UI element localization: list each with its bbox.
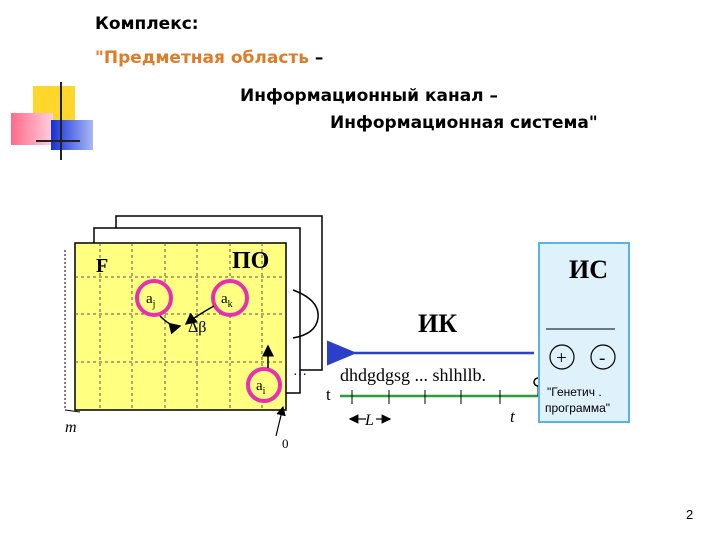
arrow-ak-to-delta (184, 305, 215, 325)
is-panel (538, 242, 630, 423)
t-left-label: t (326, 385, 331, 404)
title-line-4: Информационная система" (330, 113, 598, 133)
back-sheet-arc (292, 289, 319, 339)
title-dash: – (309, 48, 324, 68)
t-right-label: t (510, 407, 516, 426)
m-label: m (65, 419, 77, 436)
zero-label: 0 (282, 436, 289, 451)
delta-beta-label: Δβ (188, 319, 206, 336)
arrow-zero-up (275, 405, 286, 437)
title-line-2: "Предметная область – (95, 48, 323, 68)
decor-vertical-line (60, 82, 62, 160)
minus-circle (590, 344, 616, 370)
plus-circle (549, 344, 575, 370)
decor-horizontal-line (36, 140, 80, 142)
minus-label: - (599, 348, 605, 369)
l-label: L (364, 412, 374, 429)
genetic-program-line-1: "Генетич . (547, 385, 602, 399)
title-line-3: Информационный канал – (240, 86, 499, 106)
genetic-program-line-2: программа" (545, 401, 610, 415)
ak-label: ak (221, 291, 233, 310)
ai-label: ai (256, 378, 266, 397)
ai-circle (246, 367, 282, 403)
title-subject-area: "Предметная область (95, 48, 309, 68)
ak-circle (211, 279, 249, 317)
dots-label: … (293, 364, 307, 379)
plus-label: + (556, 348, 567, 369)
channel-text: dhdgdgsg ... shlhllb. (340, 365, 486, 385)
title-line-1: Комплекс: (95, 14, 199, 34)
po-label: ПО (232, 248, 269, 274)
decor-pink-square (11, 113, 53, 145)
is-label: ИС (569, 255, 608, 284)
page-number: 2 (686, 507, 694, 522)
aj-label: aj (146, 291, 155, 310)
arrow-aj-to-delta (159, 315, 182, 335)
aj-circle (135, 279, 173, 317)
ik-label: ИК (418, 309, 457, 338)
frame-label-f: F (96, 255, 108, 277)
decor-blue-square (51, 120, 93, 150)
m-base-line (64, 409, 81, 413)
